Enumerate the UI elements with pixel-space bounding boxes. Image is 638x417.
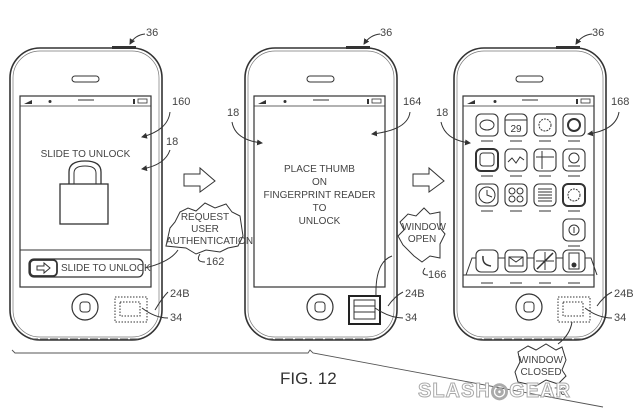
arrow-right-icon: [36, 261, 51, 275]
home-button[interactable]: [515, 293, 543, 321]
ref-label: 34: [170, 312, 183, 324]
wifi-icon: [48, 100, 52, 103]
ref-label: 18: [436, 107, 449, 119]
unlock-slider[interactable]: [28, 258, 144, 278]
itunes-icon[interactable]: [562, 218, 586, 247]
callout-text: WINDOW OPEN: [402, 222, 446, 246]
phone-icon[interactable]: [475, 249, 499, 284]
screen: [253, 95, 386, 288]
callout-line: WINDOW: [402, 222, 446, 233]
ref-label: 36: [146, 27, 159, 39]
callout-line: OPEN: [407, 234, 437, 245]
instruction-line: FINGERPRINT READER: [263, 190, 376, 201]
sensor-window-closed: [557, 296, 591, 323]
bluetooth-icon: [133, 99, 135, 104]
callout-text: WINDOW CLOSED: [517, 355, 565, 379]
notes-icon[interactable]: [533, 183, 557, 212]
ref-label: 160: [172, 96, 191, 108]
padlock-icon: [59, 160, 109, 225]
watermark: SLASH◎GEAR: [417, 380, 572, 403]
screen: [462, 95, 595, 288]
calculator-icon[interactable]: [504, 183, 528, 212]
callout-line: WINDOW: [519, 355, 563, 366]
signal-icon: [258, 100, 266, 104]
fingerprint-sensor-open[interactable]: [348, 295, 381, 325]
weather-icon[interactable]: [562, 148, 586, 177]
slider-label: SLIDE TO UNLOCK: [61, 263, 151, 274]
ref-label: 18: [166, 136, 179, 148]
messages-icon[interactable]: [475, 113, 499, 142]
ref-label: 34: [614, 312, 627, 324]
instruction-line: UNLOCK: [298, 216, 341, 227]
callout-cloud-window-closed: [514, 343, 567, 387]
earpiece: [71, 75, 100, 83]
ref-label: 36: [380, 27, 393, 39]
home-button[interactable]: [306, 293, 334, 321]
figure-caption: FIG. 12: [280, 369, 337, 388]
ref-label: 162: [206, 256, 225, 268]
ref-label: 164: [403, 96, 422, 108]
camera-icon[interactable]: [562, 113, 586, 142]
safari-icon[interactable]: [533, 249, 557, 284]
callout-line: CLOSED: [520, 367, 562, 378]
transition-arrow-1: [183, 166, 216, 193]
home-button[interactable]: [71, 293, 99, 321]
wifi-icon: [283, 100, 287, 103]
tv-icon[interactable]: [475, 148, 499, 177]
calendar-icon[interactable]: 29: [504, 113, 528, 142]
callout-line: REQUEST: [180, 212, 230, 223]
signal-icon: [24, 100, 32, 104]
photos-icon[interactable]: [533, 113, 557, 142]
callout-line: USER: [191, 224, 219, 235]
phone-fingerprint-prompt: [231, 33, 429, 341]
transition-arrow-2: [412, 166, 445, 193]
ref-label: 170: [548, 386, 567, 398]
sleep-button: [112, 46, 136, 49]
ref-label: 166: [428, 269, 447, 281]
ipod-icon[interactable]: [562, 249, 586, 284]
ref-label: 168: [611, 96, 630, 108]
battery-icon: [371, 98, 382, 104]
battery-icon: [137, 98, 148, 104]
clock-icon[interactable]: [475, 183, 499, 212]
ref-label: 18: [227, 107, 240, 119]
callout-text: REQUEST USER AUTHENTICATION: [166, 212, 254, 248]
ref-label: 24B: [614, 288, 634, 300]
ref-label: 36: [592, 27, 605, 39]
stocks-icon[interactable]: [504, 148, 528, 177]
settings-icon[interactable]: [562, 183, 586, 212]
slider-knob[interactable]: [29, 259, 58, 277]
instruction-line: ON: [312, 177, 327, 188]
instruction-line: PLACE THUMB: [284, 164, 355, 175]
callout-cloud-request-auth: [165, 202, 244, 255]
ref-label: 24B: [170, 288, 190, 300]
screen-instructions: PLACE THUMB ON FINGERPRINT READER TO UNL…: [254, 163, 385, 228]
maps-icon[interactable]: [533, 148, 557, 177]
screen: [19, 95, 152, 288]
figure-bracket: [11, 349, 604, 408]
screen-title: SLIDE TO UNLOCK: [40, 149, 131, 160]
callout-cloud-window-open: [397, 207, 446, 263]
mail-icon[interactable]: [504, 249, 528, 284]
callout-line: AUTHENTICATION: [166, 236, 254, 247]
phone-home-screen: 29: [440, 33, 620, 345]
ref-label: 24B: [405, 288, 425, 300]
ref-label: 34: [405, 312, 418, 324]
phone-lock-screen: [9, 33, 206, 341]
sensor-window-closed: [114, 296, 148, 323]
instruction-line: TO: [312, 203, 327, 214]
calendar-date: 29: [510, 124, 522, 135]
